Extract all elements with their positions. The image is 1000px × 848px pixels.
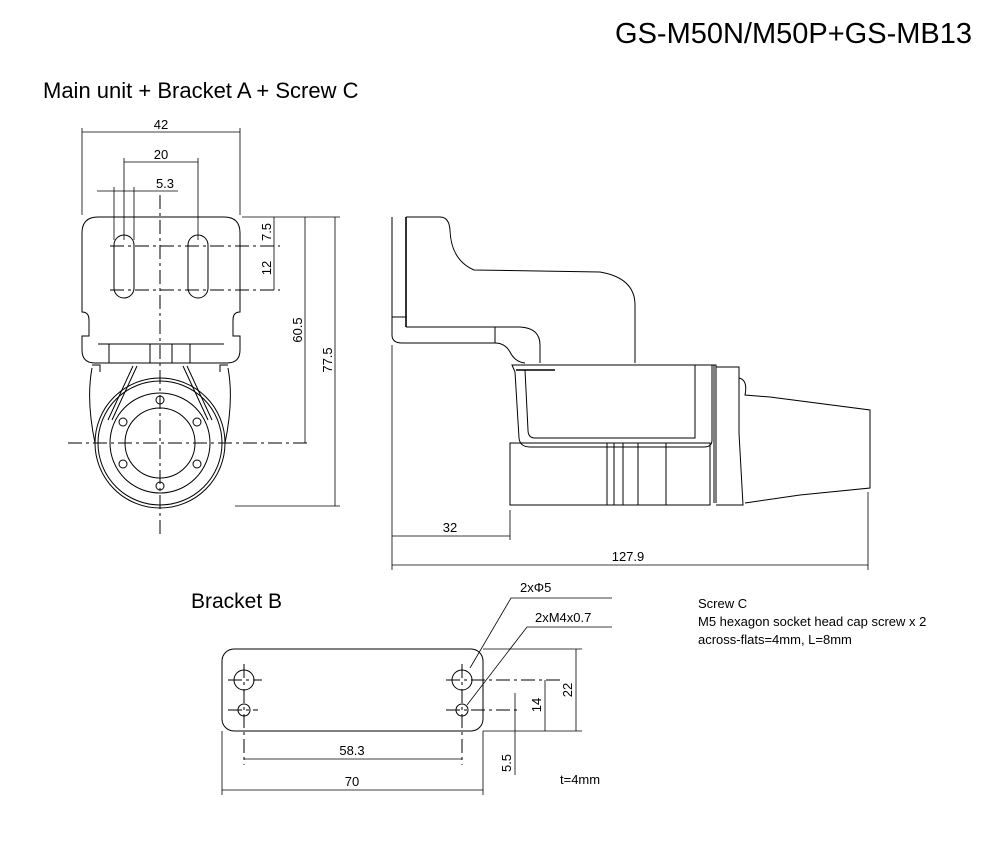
dim-127-9: 127.9 [612,549,645,564]
screw-note-line1: M5 hexagon socket head cap screw x 2 [698,614,927,629]
callout-thread-m4: 2xM4x0.7 [535,610,591,625]
dim-5-5: 5.5 [499,754,514,772]
dim-58-3: 58.3 [339,743,364,758]
dim-14: 14 [529,698,544,712]
slot-left [113,234,135,299]
bracket-b-view: 58.3 70 22 14 5.5 2xΦ5 2xM4x0.7 t=4mm [221,580,612,795]
screw-note-title: Screw C [698,596,748,611]
screw-note-line2: across-flats=4mm, L=8mm [698,632,852,647]
dim-5-3: 5.3 [156,176,174,191]
thickness-note: t=4mm [560,772,600,787]
dim-7-5: 7.5 [259,223,274,241]
dim-22: 22 [560,683,575,697]
dim-12: 12 [259,261,274,275]
bracket-b-heading: Bracket B [191,590,283,613]
dim-42: 42 [154,117,168,132]
dim-70: 70 [345,774,359,789]
dim-20: 20 [154,147,168,162]
dim-77-5: 77.5 [320,347,335,372]
main-view-heading: Main unit + Bracket A + Screw C [43,78,359,103]
callout-hole-phi5: 2xΦ5 [520,580,551,595]
side-view: 32 127.9 [391,216,871,570]
slot-right [187,234,209,299]
dim-60-5: 60.5 [290,317,305,342]
dim-32: 32 [443,520,457,535]
front-view: 42 20 5.3 7.5 12 60.5 77.5 [68,117,340,535]
drawing-title: GS-M50N/M50P+GS-MB13 [615,18,972,50]
